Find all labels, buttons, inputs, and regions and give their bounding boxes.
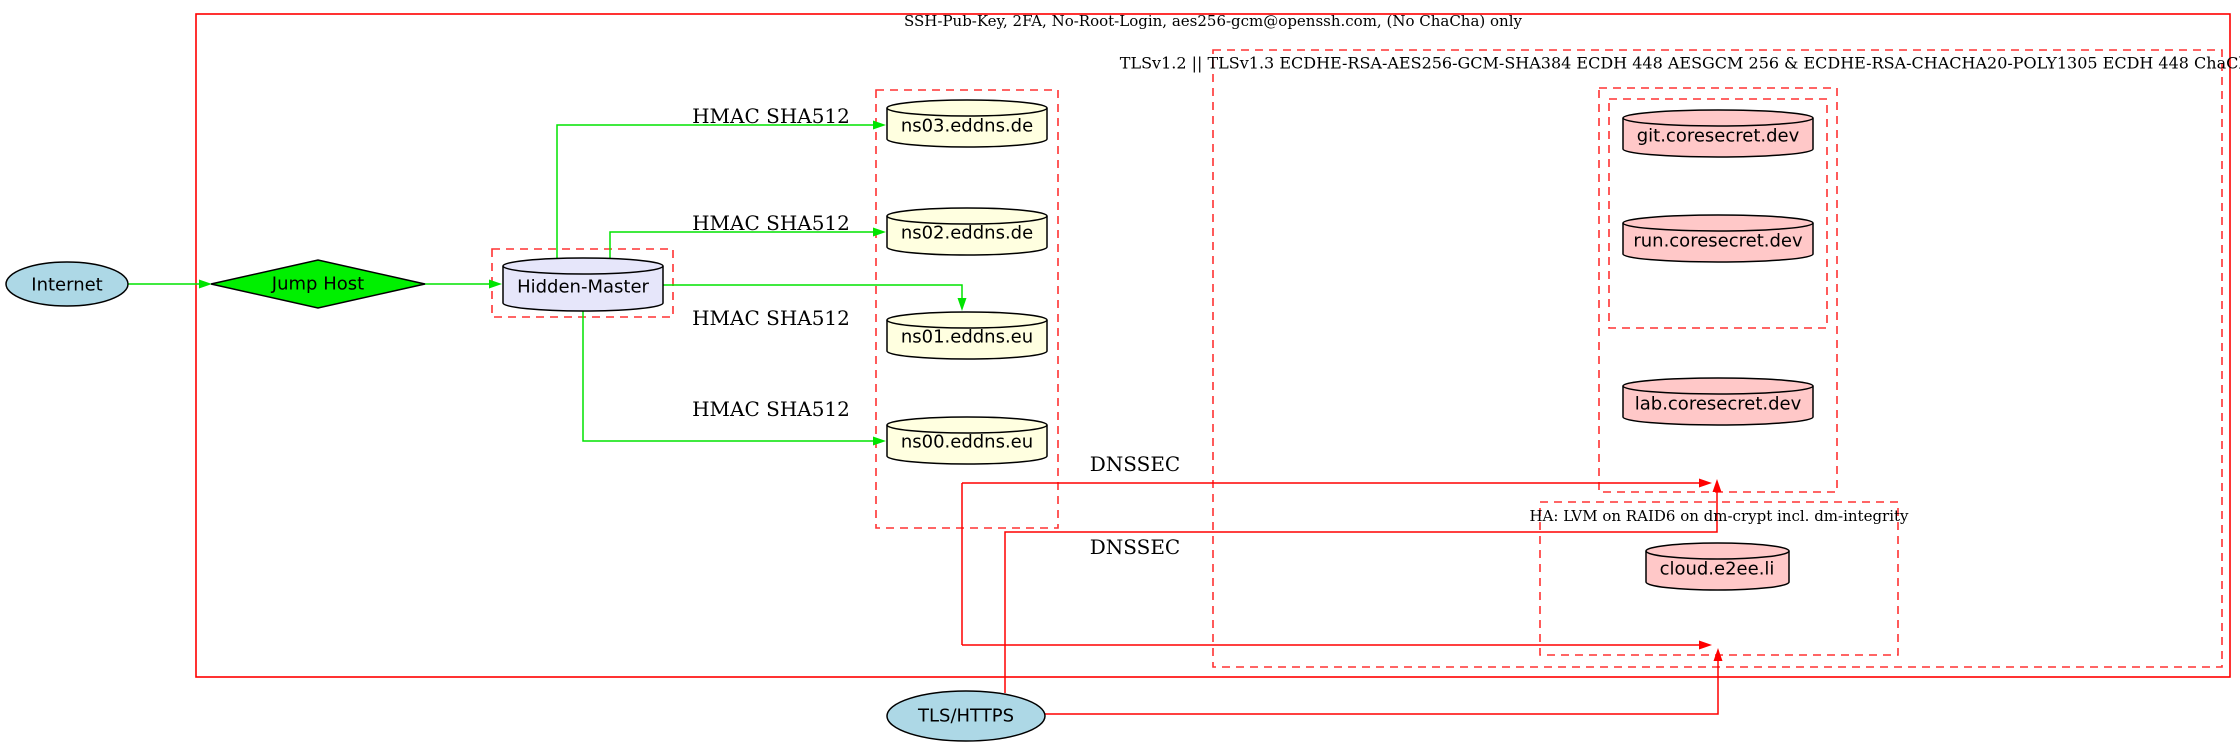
edge-label-hmac-ns00: HMAC SHA512 <box>692 397 850 421</box>
node-lab-label: lab.coresecret.dev <box>1634 393 1802 415</box>
node-cloud-cylinder <box>1645 542 1790 591</box>
cluster-ssh-box <box>195 13 2231 678</box>
edge-hiddenmaster-ns03 <box>556 124 873 266</box>
node-ns01-label: ns01.eddns.eu <box>900 326 1034 348</box>
edge-label-hmac-ns01: HMAC SHA512 <box>692 306 850 330</box>
lab-cylinder-rim <box>1622 385 1814 395</box>
run-cylinder-rim <box>1622 222 1814 232</box>
arrowhead-hiddenmaster-ns00 <box>873 436 886 446</box>
cluster-nameservers-box <box>875 89 1059 529</box>
node-run-cylinder <box>1622 214 1814 263</box>
ns00-cylinder-body <box>886 416 1048 465</box>
node-internet-label: Internet <box>31 274 103 296</box>
node-tlshttps-label: TLS/HTTPS <box>917 705 1015 727</box>
node-tlshttps-ellipse <box>886 690 1046 742</box>
ns01-cylinder-rim <box>886 319 1048 329</box>
node-jumphost-diamond <box>210 259 426 309</box>
ns01-cylinder-body <box>886 311 1048 360</box>
node-ns00-cylinder <box>886 416 1048 465</box>
node-ns03-label: ns03.eddns.de <box>900 115 1034 137</box>
arrowhead-tlshttps-ha <box>1713 648 1723 661</box>
edge-label-hmac-ns02: HMAC SHA512 <box>692 211 850 235</box>
node-ns02-cylinder <box>886 207 1048 256</box>
cluster-ha-label: HA: LVM on RAID6 on dm-crypt incl. dm-in… <box>1529 507 1909 525</box>
edge-dnssec-lines <box>961 482 1699 646</box>
cluster-ssh-label: SSH-Pub-Key, 2FA, No-Root-Login, aes256-… <box>904 12 1522 30</box>
node-git-label: git.coresecret.dev <box>1636 125 1800 147</box>
cluster-tls-label: TLSv1.2 || TLSv1.3 ECDHE-RSA-AES256-GCM-… <box>1119 53 2240 73</box>
node-run-label: run.coresecret.dev <box>1633 230 1803 252</box>
node-internet-ellipse <box>5 261 129 307</box>
git-cylinder-rim <box>1622 117 1814 127</box>
edge-tlshttps-coresecret <box>1004 492 1718 693</box>
arrowhead-dnssec-coresecret <box>1699 478 1712 488</box>
cloud-cylinder-rim <box>1645 550 1790 560</box>
ns03-cylinder-body <box>886 99 1048 148</box>
hiddenmaster-cylinder-rim <box>502 265 664 275</box>
node-ns01-cylinder <box>886 311 1048 360</box>
edge-hiddenmaster-ns01 <box>663 284 963 298</box>
arrowhead-hiddenmaster-ns01 <box>957 298 967 311</box>
cloud-cylinder-body <box>1645 542 1790 591</box>
arrowhead-tlshttps-coresecret <box>1712 479 1722 492</box>
node-cloud-label: cloud.e2ee.li <box>1659 558 1775 580</box>
node-hiddenmaster-cylinder <box>502 257 664 312</box>
run-cylinder-body <box>1622 214 1814 263</box>
arrowhead-jumphost-hiddenmaster <box>489 279 502 289</box>
hiddenmaster-cylinder-body <box>502 257 664 312</box>
edge-tlshttps-ha <box>1045 661 1719 715</box>
arrowhead-internet-jumphost <box>199 279 212 289</box>
edge-label-hmac-ns03: HMAC SHA512 <box>692 104 850 128</box>
edge-label-dnssec-1: DNSSEC <box>1089 452 1181 476</box>
node-hiddenmaster-label: Hidden-Master <box>517 276 649 298</box>
arrowhead-hiddenmaster-ns03 <box>873 120 886 130</box>
arrowhead-dnssec-ha <box>1699 640 1712 650</box>
arrowhead-hiddenmaster-ns02 <box>873 227 886 237</box>
edge-hiddenmaster-ns00 <box>582 311 873 442</box>
node-ns02-label: ns02.eddns.de <box>900 222 1034 244</box>
ns00-cylinder-rim <box>886 424 1048 434</box>
ns02-cylinder-body <box>886 207 1048 256</box>
node-lab-cylinder <box>1622 377 1814 426</box>
edge-label-dnssec-2: DNSSEC <box>1089 535 1181 559</box>
lab-cylinder-body <box>1622 377 1814 426</box>
node-jumphost-label: Jump Host <box>271 273 365 295</box>
edge-hiddenmaster-ns02 <box>609 231 873 266</box>
git-cylinder-body <box>1622 109 1814 158</box>
node-ns00-label: ns00.eddns.eu <box>900 431 1034 453</box>
node-git-cylinder <box>1622 109 1814 158</box>
ns02-cylinder-rim <box>886 215 1048 225</box>
ns03-cylinder-rim <box>886 107 1048 117</box>
node-ns03-cylinder <box>886 99 1048 148</box>
